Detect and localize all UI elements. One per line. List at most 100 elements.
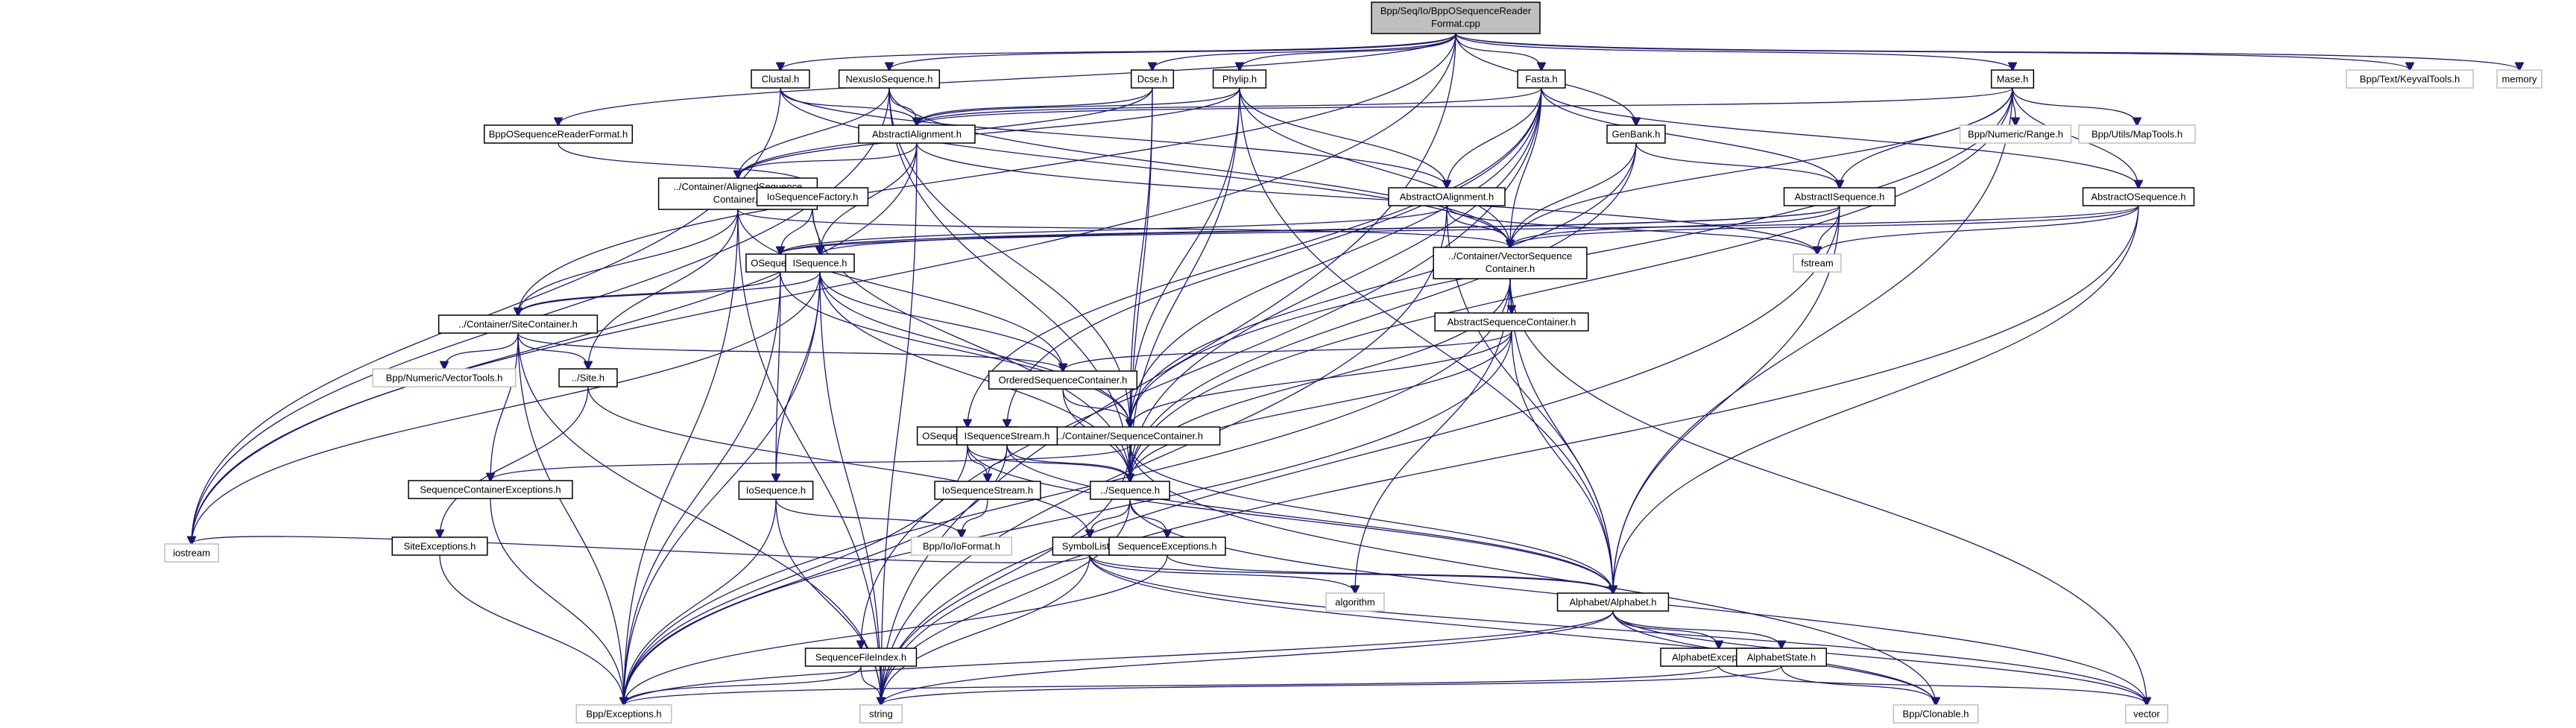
node-box [756,187,869,206]
node-box [2078,124,2196,144]
node-bppoformat[interactable]: BppOSequenceReaderFormat.h [483,124,634,144]
edge-oseq-to-seqcont [780,271,1130,427]
edge-root-to-bppoformat [558,33,1456,125]
edge-ioseqstream-to-ioformat [962,498,988,537]
edge-absialign-to-string [881,142,918,705]
node-iofactory[interactable]: IoSequenceFactory.h [756,187,869,206]
node-root[interactable]: Bpp/Seq/Io/BppOSequenceReaderFormat.cpp [1371,1,1541,34]
node-label: NexusIoSequence.h [845,74,932,85]
edge-root-to-nexus [889,33,1456,70]
node-ioformat: Bpp/Io/IoFormat.h [910,536,1013,556]
node-vectortools: Bpp/Numeric/VectorTools.h [372,368,517,387]
node-genbank[interactable]: GenBank.h [1606,124,1666,144]
node-range: Bpp/Numeric/Range.h [1959,124,2072,144]
edge-abscont-to-exceptions [624,330,1512,705]
node-ioseq[interactable]: IoSequence.h [738,481,814,500]
edge-root-to-mase [1455,33,2012,70]
edge-fasta-to-sequence [1130,87,1542,481]
node-iseq[interactable]: ISequence.h [785,253,855,273]
node-sequence[interactable]: ../Sequence.h [1090,481,1170,500]
edge-oseqstream-to-alphabet [967,444,1613,593]
node-siteexc[interactable]: SiteExceptions.h [391,536,488,556]
node-box [785,253,855,273]
edge-alignedcont-to-vectorcont [737,209,1510,247]
edge-nexus-to-vectorcont [888,87,1510,247]
node-box [438,314,599,334]
node-box [738,481,814,500]
edge-dcse-to-sequence [1130,87,1153,481]
node-label: GenBank.h [1611,129,1660,140]
edge-absialign-to-fstream [916,142,1817,254]
node-label: ../Container/SiteContainer.h [458,319,578,330]
node-ioseqstream[interactable]: IoSequenceStream.h [934,481,1041,500]
node-absialign[interactable]: AbstractIAlignment.h [858,124,976,144]
edge-alphstate-to-clonable [1781,665,1936,705]
edge-sitecont-to-site [517,332,588,369]
edge-absiseq-to-alphabet [1613,205,1840,593]
edge-seqfileindex-to-exceptions [624,665,862,705]
node-alphstate[interactable]: AlphabetState.h [1736,648,1827,667]
node-label: memory [2502,74,2537,85]
edge-iseq-to-iostream [192,271,821,544]
node-label: SiteExceptions.h [404,541,476,552]
edge-root-to-memory [1455,33,2519,70]
edge-seqexc-to-exceptions [624,554,1168,705]
node-sitecont[interactable]: ../Container/SiteContainer.h [438,314,599,334]
node-memory: memory [2496,69,2542,89]
node-dcse[interactable]: Dcse.h [1130,69,1175,89]
node-site[interactable]: ../Site.h [558,368,618,387]
edge-ioseq-to-exceptions [624,498,777,705]
node-box [1556,592,1670,612]
edge-dcse-to-absialign [917,87,1153,125]
edge-clustal-to-absialign [780,87,917,125]
edge-vectorcont-to-vector [1509,278,2147,705]
edge-alphexc-to-exceptions [624,665,1720,705]
edge-oseq-to-sitecont [518,271,781,315]
edge-alphabet-to-exceptions [624,610,1614,705]
node-box [859,704,903,724]
node-box [988,370,1138,390]
edge-fasta-to-seqfileindex [861,87,1542,648]
node-label: Bpp/Exceptions.h [586,709,661,720]
node-abscont[interactable]: AbstractSequenceContainer.h [1434,312,1589,332]
edge-sitecont-to-exceptions [517,332,624,705]
edge-mase-to-sequence [1130,87,2013,481]
node-box [1039,426,1221,446]
node-seqfileindex[interactable]: SequenceFileIndex.h [804,648,918,667]
node-box [1388,187,1506,206]
edge-abscont-to-alphabet [1511,330,1613,593]
node-iseqstream[interactable]: ISequenceStream.h [956,426,1058,446]
node-nexus[interactable]: NexusIoSequence.h [838,69,941,89]
edge-fasta-to-oseqstream [967,87,1542,427]
node-fasta[interactable]: Fasta.h [1517,69,1566,89]
node-alphabet[interactable]: Alphabet/Alphabet.h [1556,592,1670,612]
node-seqcontexc[interactable]: SequenceContainerExceptions.h [408,480,573,499]
node-mase[interactable]: Mase.h [1990,69,2035,89]
node-seqexc[interactable]: SequenceExceptions.h [1108,536,1226,556]
node-clustal[interactable]: Clustal.h [751,69,810,89]
node-label: Bpp/Clonable.h [1903,709,1969,720]
node-box [1090,481,1170,500]
edge-seqcont-to-clonable [1129,444,1936,705]
node-orderedcont[interactable]: OrderedSequenceContainer.h [988,370,1138,390]
node-box [164,543,219,563]
edge-phylip-to-vectorcont [1239,87,1510,247]
edge-nexus-to-alignedcont [738,87,890,178]
node-absoalign[interactable]: AbstractOAlignment.h [1388,187,1506,206]
node-label: vector [2133,709,2160,720]
edge-vectorcont-to-alphabet [1509,278,1613,593]
edge-absoseq-to-oseq [780,205,2139,254]
node-seqcont[interactable]: ../Container/SequenceContainer.h [1039,426,1221,446]
edge-sitecont-to-seqcontexc [490,332,519,481]
node-phylip[interactable]: Phylip.h [1212,69,1267,89]
node-fstream: fstream [1793,253,1842,273]
edge-phylip-to-absialign [917,87,1240,125]
node-absiseq[interactable]: AbstractISequence.h [1783,187,1896,206]
edge-alphabet-to-string [881,610,1614,705]
edge-iseq-to-ioseq [776,271,821,481]
edge-ioseq-to-ioformat [775,498,962,537]
node-absoseq[interactable]: AbstractOSequence.h [2082,187,2195,206]
edge-sitecont-to-string [517,332,881,705]
edge-mase-to-absoseq [2012,87,2138,188]
